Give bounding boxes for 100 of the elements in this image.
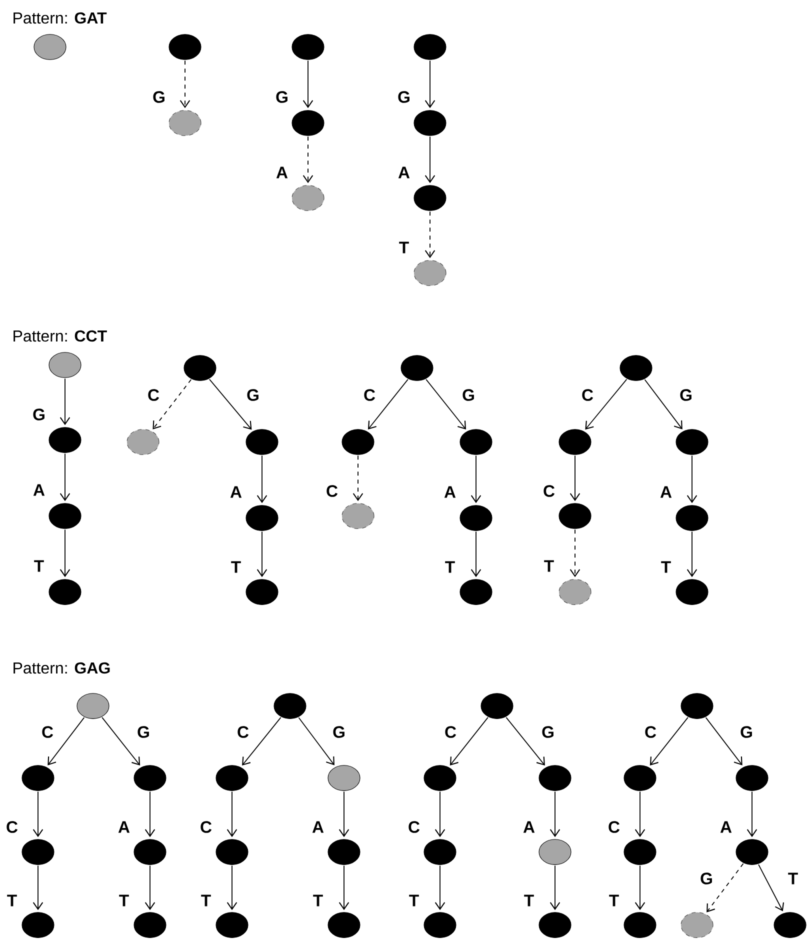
tree-node (246, 505, 278, 531)
edge-label: C (6, 821, 18, 833)
edge-label: T (544, 560, 554, 572)
tree-node (292, 34, 324, 60)
tree-node (48, 427, 82, 453)
arrow (226, 791, 238, 838)
edge-label: C (326, 485, 338, 497)
arrow (585, 378, 628, 430)
edge-label: C (148, 389, 160, 401)
arrow (450, 717, 488, 766)
arrow (302, 60, 314, 108)
edge-label: C (582, 389, 594, 401)
arrow (686, 531, 698, 578)
edge-label: T (524, 894, 534, 906)
arrow (368, 378, 408, 430)
tree-node (424, 765, 456, 791)
arrow (256, 531, 268, 578)
tree-node (624, 912, 656, 938)
pattern-label: Pattern: GAG (14, 662, 110, 674)
edge-label: A (523, 821, 535, 833)
edge-label: G (333, 726, 344, 738)
tree-node (558, 503, 592, 529)
tree-node (414, 185, 446, 211)
edge-label: T (119, 894, 129, 906)
edge-label: A (444, 486, 456, 498)
arrow (758, 864, 784, 912)
edge-label: C (645, 726, 656, 738)
tree-node (620, 355, 652, 381)
arrow (470, 531, 482, 578)
arrow (144, 791, 156, 838)
tree-node (292, 185, 324, 211)
arrow (32, 791, 44, 838)
edge-label: A (660, 486, 672, 498)
arrow (470, 455, 482, 504)
tree-node (414, 260, 446, 286)
arrow (152, 379, 192, 430)
arrow (48, 717, 85, 766)
arrow (746, 791, 758, 838)
arrow (434, 865, 446, 910)
tree-node (424, 912, 456, 938)
tree-node (22, 912, 54, 938)
edge-label: T (201, 894, 211, 906)
tree-node (460, 579, 492, 605)
tree-node (328, 912, 360, 938)
tree-node (168, 110, 202, 136)
tree-node (34, 34, 66, 60)
edge-label: T (661, 561, 671, 573)
edge-label: G (153, 91, 164, 103)
edge-label: A (118, 821, 130, 833)
tree-node (216, 839, 248, 865)
tree-node (126, 429, 160, 455)
tree-node (342, 429, 374, 455)
arrow (302, 136, 314, 184)
tree-node (538, 839, 572, 865)
tree-node (134, 765, 166, 791)
arrow (144, 865, 156, 910)
tree-node (168, 34, 202, 60)
arrow (226, 865, 238, 910)
arrow (550, 865, 560, 910)
tree-node (22, 839, 54, 865)
tree-node (736, 765, 768, 791)
tree-node (680, 912, 714, 938)
edge-label: A (398, 166, 410, 178)
tree-node (414, 110, 446, 136)
arrow (550, 791, 560, 838)
tree-node (48, 352, 82, 378)
arrow (706, 863, 744, 912)
edge-label: C (42, 726, 54, 738)
arrow (570, 455, 580, 502)
arrow (650, 717, 688, 766)
tree-node (538, 765, 572, 791)
tree-node (76, 693, 110, 719)
arrow (208, 378, 252, 430)
edge-label: T (313, 894, 323, 906)
tree-node (424, 839, 456, 865)
edge-label: G (138, 726, 149, 738)
arrow (338, 791, 350, 838)
edge-label: T (399, 242, 409, 254)
tree-node (274, 693, 306, 719)
edge-label: G (700, 872, 712, 884)
arrow (60, 378, 70, 426)
arrow (570, 529, 580, 578)
arrow (256, 455, 268, 504)
tree-node (680, 693, 714, 719)
edge-label: A (33, 484, 45, 496)
edge-label: T (609, 894, 619, 906)
edge-label: C (445, 726, 456, 738)
edge-label: C (364, 389, 376, 401)
arrow (242, 716, 282, 766)
arrow (686, 455, 698, 504)
tree-node (342, 503, 374, 529)
arrow (60, 453, 70, 502)
arrow (424, 136, 436, 184)
edge-label: C (608, 821, 620, 833)
arrow (424, 211, 436, 258)
arrow (424, 60, 436, 108)
arrow (352, 455, 364, 502)
tree-node (134, 912, 166, 938)
tree-node (538, 912, 572, 938)
tree-node (246, 579, 278, 605)
